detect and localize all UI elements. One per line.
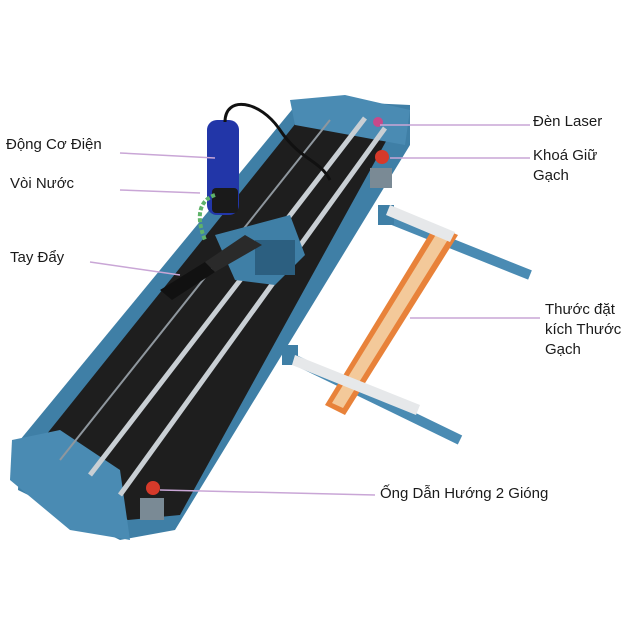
lock-bracket-front [140,498,164,520]
label-push-handle: Tay Đẩy [10,249,65,266]
handle-arm [205,235,262,272]
label-tile-lock: Khoá Giữ Gạch [533,146,597,186]
ruler-scale-upper [386,205,455,242]
label-sizing-ruler-line1: Thước đặt [545,301,615,318]
label-laser: Đèn Laser [533,113,603,130]
label-sizing-ruler-line2: kích Thước [545,321,622,338]
label-water-nozzle: Vòi Nước [10,175,75,192]
cutting-bed [40,118,395,520]
leader-rail [159,489,376,496]
leader-water [119,189,201,194]
guide-rail-1 [88,116,367,477]
label-tile-lock-line2: Gạch [533,167,569,184]
label-guide-rail: Ống Dẫn Hướng 2 Gióng [380,485,549,502]
motor-cable [223,103,332,181]
push-handle [160,262,215,300]
water-hose [197,193,216,241]
label-sizing-ruler-line3: Gạch [545,341,581,358]
ruler-arm-upper [378,210,532,280]
carriage-block [255,240,295,275]
guide-rail-2 [117,126,388,497]
label-motor: Động Cơ Điện [6,136,102,153]
front-end-plate [10,430,130,540]
label-tile-lock-line1: Khoá Giữ [533,147,598,164]
lock-bracket-rear [370,168,392,188]
motor-collar [212,188,238,213]
leader-handle [89,261,181,276]
lock-knob-rear [375,150,389,164]
sizing-ruler-face [332,228,452,408]
label-sizing-ruler: Thước đặt kích Thước Gạch [545,300,637,360]
ruler-scale-lower [292,355,420,415]
lock-knob-front [146,481,160,495]
leader-motor [119,152,216,159]
guide-rail-3 [59,119,331,461]
